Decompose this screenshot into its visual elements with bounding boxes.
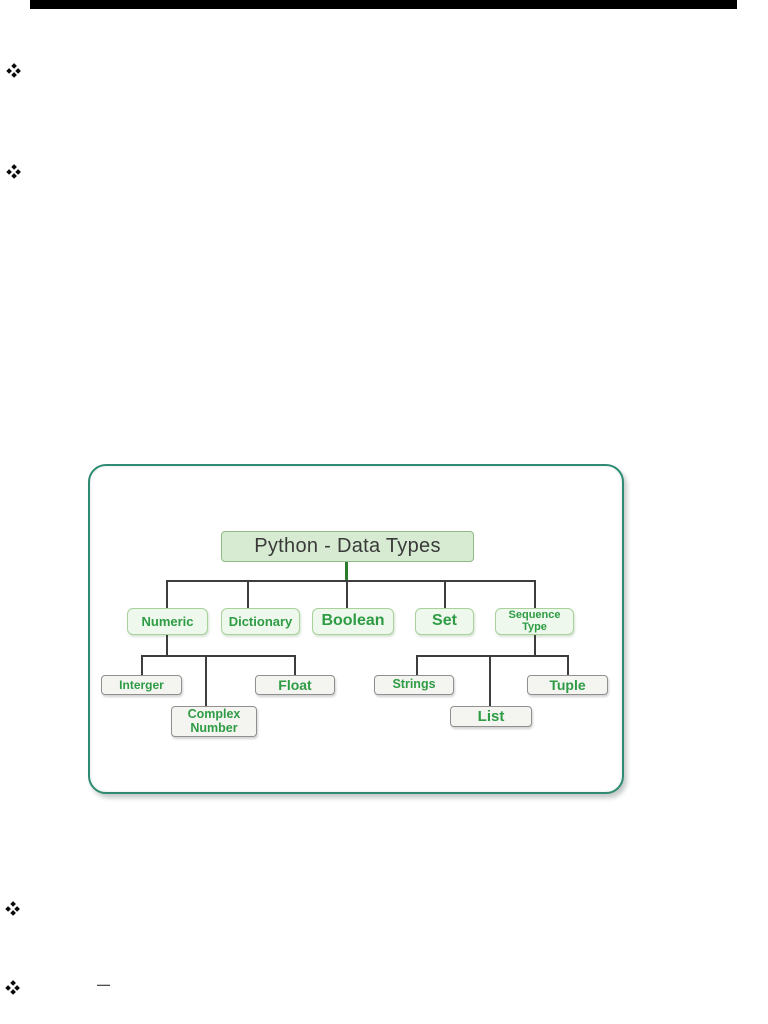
node-numeric: Numeric	[127, 608, 208, 635]
connector-line	[141, 655, 143, 675]
node-sequence-type-label: Sequence Type	[508, 608, 561, 633]
node-strings-label: Strings	[392, 677, 436, 692]
node-complex-number: Complex Number	[171, 706, 257, 737]
node-dictionary: Dictionary	[221, 608, 300, 635]
connector-line	[205, 655, 207, 706]
list-bullet-icon	[6, 164, 22, 180]
connector-line	[247, 580, 249, 608]
node-boolean-label: Boolean	[321, 612, 385, 630]
connector-root-stub	[345, 562, 348, 581]
node-sequence-type: Sequence Type	[495, 608, 574, 635]
list-bullet-icon	[6, 63, 22, 79]
connector-line	[166, 580, 536, 582]
connector-line	[346, 580, 348, 608]
connector-line	[166, 635, 168, 655]
node-float: Float	[255, 675, 335, 695]
node-interger-label: Interger	[119, 677, 164, 692]
node-list-label: List	[477, 707, 505, 725]
list-bullet-icon	[5, 901, 21, 917]
diagram-root-node: Python - Data Types	[221, 531, 474, 562]
node-interger: Interger	[101, 675, 182, 695]
connector-line	[416, 655, 569, 657]
connector-line	[416, 655, 418, 675]
top-bar	[30, 0, 737, 9]
node-set: Set	[415, 608, 474, 635]
node-float-label: Float	[278, 676, 312, 693]
connector-line	[534, 580, 536, 608]
node-boolean: Boolean	[312, 608, 394, 635]
diagram-root-label: Python - Data Types	[254, 535, 441, 557]
connector-line	[444, 580, 446, 608]
python-data-types-diagram: Python - Data Types Numeric Dictionary B…	[88, 464, 624, 794]
node-set-label: Set	[432, 612, 457, 630]
connector-line	[534, 635, 536, 655]
node-complex-number-label: Complex Number	[187, 707, 241, 735]
node-numeric-label: Numeric	[141, 613, 194, 629]
node-list: List	[450, 706, 532, 727]
dash-mark: —	[97, 977, 110, 992]
node-tuple: Tuple	[527, 675, 608, 695]
connector-line	[489, 655, 491, 706]
node-dictionary-label: Dictionary	[228, 613, 293, 629]
connector-line	[141, 655, 296, 657]
list-bullet-icon	[5, 980, 21, 996]
connector-line	[567, 655, 569, 675]
connector-line	[166, 580, 168, 608]
node-strings: Strings	[374, 675, 454, 695]
node-tuple-label: Tuple	[549, 676, 586, 693]
connector-line	[294, 655, 296, 675]
